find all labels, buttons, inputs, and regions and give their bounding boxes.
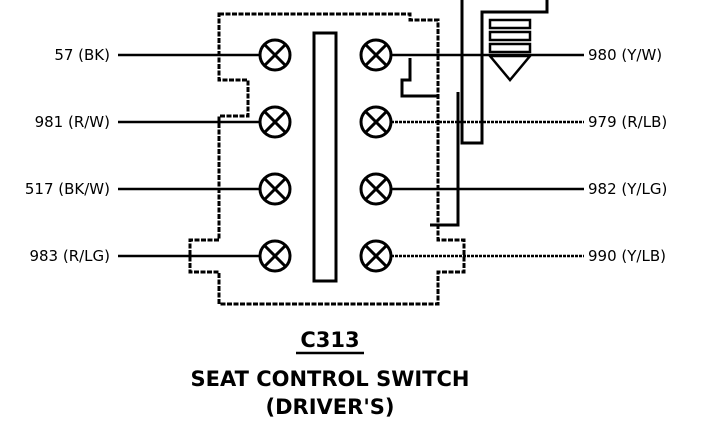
wire-label-right-2: 979 (R/LB) [588, 113, 667, 131]
wire-label-left-4: 983 (R/LG) [29, 247, 110, 265]
wire-label-left-1: 57 (BK) [54, 46, 110, 64]
ground-terminal-icon [487, 18, 533, 82]
component-name: SEAT CONTROL SWITCH [190, 367, 469, 391]
center-divider [312, 31, 338, 283]
housing-notch [400, 58, 438, 98]
wire-label-left-2: 981 (R/W) [35, 113, 110, 131]
ground-strap [460, 0, 549, 145]
wire-label-right-3: 982 (Y/LG) [588, 180, 667, 198]
ground-strap-inner [430, 92, 460, 227]
wire-label-right-1: 980 (Y/W) [588, 46, 662, 64]
wire-label-left-3: 517 (BK/W) [25, 180, 110, 198]
wire-lines [118, 53, 584, 258]
cavity-markers [258, 38, 393, 273]
cavity-right-3 [359, 172, 393, 206]
cavity-left-3 [258, 172, 292, 206]
cavity-right-4 [359, 239, 393, 273]
component-qualifier: (DRIVER'S) [266, 395, 395, 419]
cavity-left-4 [258, 239, 292, 273]
cavity-left-1 [258, 38, 292, 72]
connector-housing [188, 12, 466, 306]
cavity-right-2 [359, 105, 393, 139]
cavity-right-1 [359, 38, 393, 72]
connector-id: C313 [300, 328, 359, 352]
wire-label-right-4: 990 (Y/LB) [588, 247, 666, 265]
cavity-left-2 [258, 105, 292, 139]
